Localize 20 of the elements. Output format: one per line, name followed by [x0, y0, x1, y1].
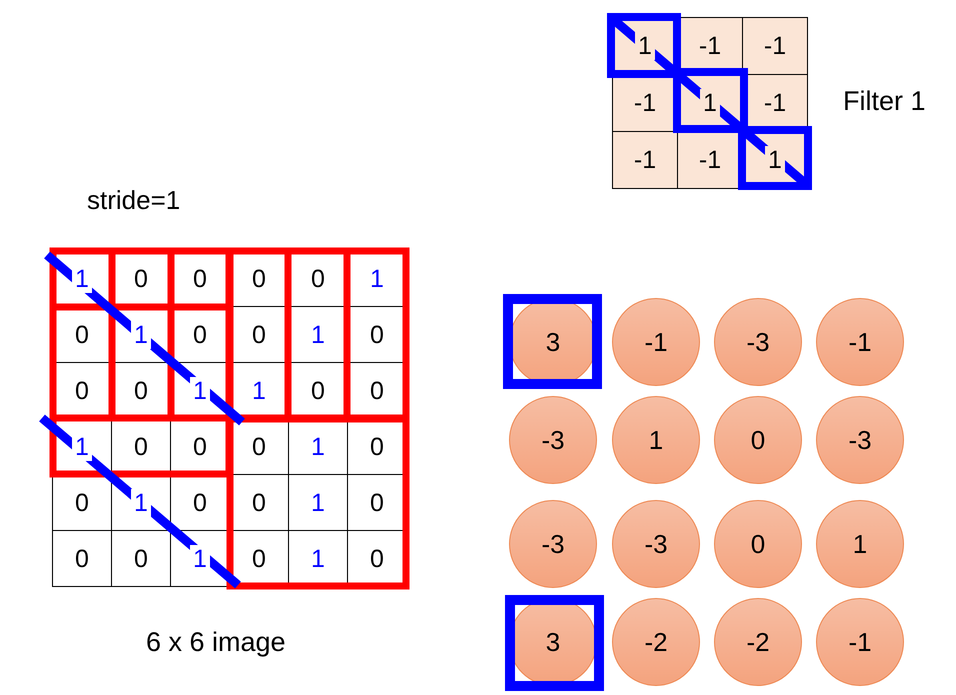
- feature-map-circle: -3: [714, 298, 802, 386]
- feature-map-circle: -3: [612, 500, 700, 588]
- filter-title: Filter 1: [843, 86, 926, 117]
- feature-map-circle: -3: [816, 396, 904, 484]
- feature-map-circle: -3: [509, 396, 597, 484]
- feature-map-circle: 0: [714, 500, 802, 588]
- feature-map-circle: -1: [612, 298, 700, 386]
- feature-map-circle: -3: [509, 500, 597, 588]
- pixel-cell: 0: [52, 530, 112, 587]
- image-caption: 6 x 6 image: [146, 627, 286, 658]
- feature-map-circle: -2: [714, 598, 802, 686]
- feature-map-circle: -1: [816, 298, 904, 386]
- filter-cell: -1: [612, 131, 678, 189]
- feature-map-circle: -1: [816, 598, 904, 686]
- filter-cell: -1: [742, 17, 808, 75]
- feature-map-circle: 1: [816, 500, 904, 588]
- stride-label: stride=1: [87, 185, 180, 216]
- feature-map-circle: 0: [714, 396, 802, 484]
- feature-map-circle: 1: [612, 396, 700, 484]
- feature-map-circle: -2: [612, 598, 700, 686]
